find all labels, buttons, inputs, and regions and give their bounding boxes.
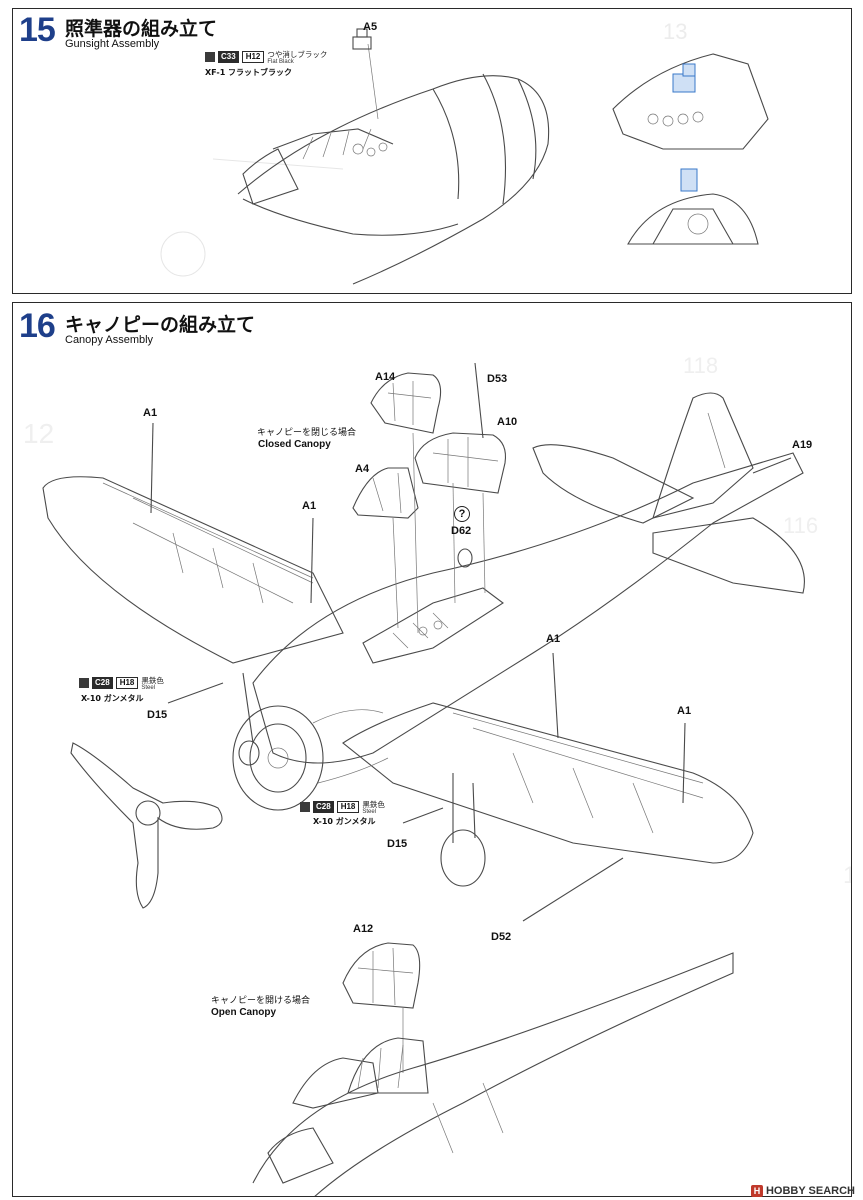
question-mark-icon: ? (454, 506, 470, 522)
paint-sub-label: XF-1 フラットブラック (205, 68, 293, 77)
part-label-a1-left: A1 (143, 407, 158, 419)
part-label-a1-mid: A1 (302, 500, 317, 512)
part-label-d15-left: D15 (147, 709, 168, 721)
paint-code-light: H12 (241, 51, 265, 63)
paint-chip-icon (300, 802, 310, 812)
watermark: H HOBBY SEARCH (750, 1185, 855, 1197)
paint-sub-label-right: X-10 ガンメタル (313, 817, 376, 826)
part-label-a1-right: A1 (546, 633, 561, 645)
paint-code-light: H18 (115, 677, 139, 689)
paint-sub-label-left: X-10 ガンメタル (81, 694, 144, 703)
paint-callout-left: C28 H18 黒鉄色 Steel (79, 677, 164, 691)
part-label-a19: A19 (792, 439, 813, 451)
paint-chip-icon (205, 52, 215, 62)
part-label-d53: D53 (487, 373, 508, 385)
paint-name-en: Flat Black (267, 58, 294, 65)
closed-canopy-label-en: Closed Canopy (258, 439, 331, 450)
gunsight-assembly-drawing: 13 (160, 19, 769, 285)
paint-code-dark: C28 (92, 677, 113, 689)
part-label-a14: A14 (375, 371, 396, 383)
paint-code-dark: C33 (218, 51, 239, 63)
svg-text:14: 14 (843, 862, 852, 889)
paint-callout: C33 H12 つや消しブラック Flat Black (205, 51, 327, 65)
watermark-text: HOBBY SEARCH (765, 1185, 855, 1197)
part-label-d62: D62 (451, 525, 472, 537)
paint-callout-right: C28 H18 黒鉄色 Steel (300, 801, 385, 815)
canopy-assembly-drawing: 12 14 116 118 (23, 353, 852, 1196)
step-title-jp: キャノピーの組み立て (65, 314, 256, 336)
part-label-d15-right: D15 (387, 838, 408, 850)
part-label-a5: A5 (363, 21, 378, 33)
hobby-search-logo-icon: H (750, 1185, 763, 1197)
svg-text:13: 13 (663, 19, 687, 44)
step-number: 15 (19, 11, 56, 49)
step-title-jp: 照準器の組み立て (65, 18, 218, 40)
open-canopy-label-jp: キャノピーを開ける場合 (211, 996, 311, 1006)
paint-name-jp: 黒鉄色 (141, 676, 164, 685)
svg-text:118: 118 (683, 353, 718, 378)
paint-code-light: H18 (336, 801, 360, 813)
paint-name-jp: 黒鉄色 (362, 800, 385, 809)
paint-chip-icon (79, 678, 89, 688)
paint-name-en: Steel (362, 808, 377, 815)
paint-name-jp: つや消しブラック (267, 50, 328, 59)
part-label-a4: A4 (355, 463, 370, 475)
step-16-panel: 12 14 116 118 (12, 302, 852, 1197)
part-label-d52: D52 (491, 931, 512, 943)
step-title-en: Canopy Assembly (65, 334, 154, 346)
open-canopy-label-en: Open Canopy (211, 1007, 277, 1018)
step-title-en: Gunsight Assembly (65, 38, 160, 50)
paint-name-en: Steel (141, 684, 156, 691)
part-label-a10: A10 (497, 416, 518, 428)
svg-text:12: 12 (23, 418, 54, 449)
paint-code-dark: C28 (313, 801, 334, 813)
part-label-a12: A12 (353, 923, 374, 935)
part-label-a1-far: A1 (677, 705, 692, 717)
step-number: 16 (19, 307, 56, 345)
step-15-panel: 13 15 照準器の組み立て Gunsight Assembly A5 C33 (12, 8, 852, 294)
svg-text:116: 116 (783, 513, 818, 538)
closed-canopy-label-jp: キャノピーを閉じる場合 (257, 428, 357, 438)
